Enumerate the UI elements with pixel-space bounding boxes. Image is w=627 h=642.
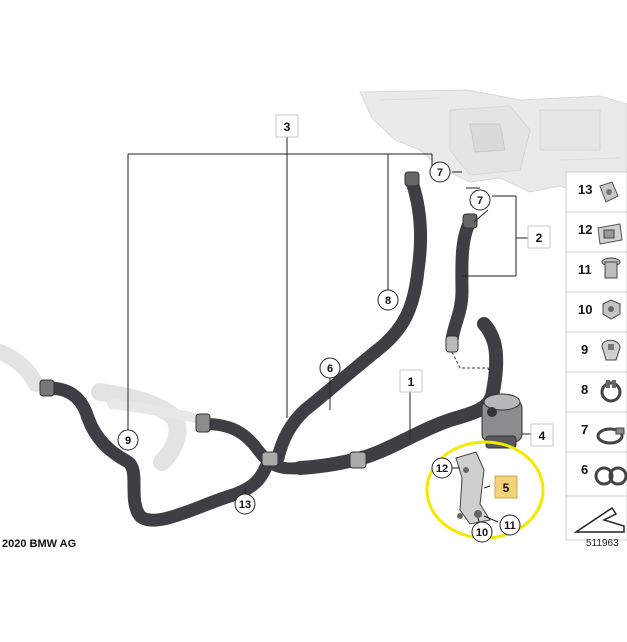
- legend-number-13: 13: [578, 182, 592, 197]
- callout-4: 4: [539, 429, 546, 443]
- legend-number-11: 11: [578, 262, 592, 277]
- coolant-hoses: [41, 175, 504, 527]
- clamp-clip-icon: [599, 181, 619, 203]
- callout-13: 13: [239, 499, 251, 511]
- callout-11: 11: [504, 520, 516, 532]
- legend-number-7: 7: [581, 422, 588, 437]
- callout-12: 12: [436, 463, 448, 475]
- legend-number-10: 10: [578, 302, 592, 317]
- spring-nut-icon: [597, 223, 623, 245]
- callout-circles: 7 7 8 6 9 13 12 10 11: [117, 161, 521, 543]
- callout-9: 9: [125, 435, 131, 447]
- callout-2: 2: [536, 231, 543, 245]
- legend-number-8: 8: [581, 382, 588, 397]
- rivet-nut-icon: [601, 257, 621, 279]
- legend-number-6: 6: [581, 462, 588, 477]
- copyright-text: 2020 BMW AG: [2, 538, 77, 550]
- hose-clip-icon: [601, 339, 621, 361]
- callout-5: 5: [503, 481, 510, 495]
- hex-nut-icon: [602, 299, 621, 320]
- hose-fittings: [39, 171, 493, 469]
- hose-center: [199, 418, 306, 475]
- water-pump-graphic: [481, 393, 523, 449]
- faded-hose-left-graphic: [0, 344, 201, 471]
- double-hose-clamp-icon: [594, 466, 627, 486]
- callout-3: 3: [284, 120, 291, 134]
- spring-clamp-icon: [600, 380, 622, 403]
- legend-number-9: 9: [581, 342, 588, 357]
- callout-10: 10: [476, 527, 488, 539]
- callout-squares: 3 2 1 4 5: [275, 114, 554, 499]
- callout-8: 8: [385, 295, 391, 307]
- diagram-id: 511963: [586, 538, 619, 549]
- legend-number-12: 12: [578, 222, 592, 237]
- bracket-graphic: [455, 451, 491, 525]
- callout-7b: 7: [477, 195, 483, 207]
- engine-housing-graphic: [359, 89, 627, 197]
- hose-8: [271, 175, 427, 465]
- hose-2: [445, 215, 477, 347]
- callout-1: 1: [408, 375, 415, 389]
- arrow-icon[interactable]: [573, 506, 625, 533]
- callout-6: 6: [327, 363, 333, 375]
- hose-clamp-icon: [596, 427, 625, 445]
- parts-legend: 13 12 11 10 9 8 7 6: [565, 171, 627, 541]
- callout-7a: 7: [437, 167, 443, 179]
- hose-9: [41, 381, 275, 527]
